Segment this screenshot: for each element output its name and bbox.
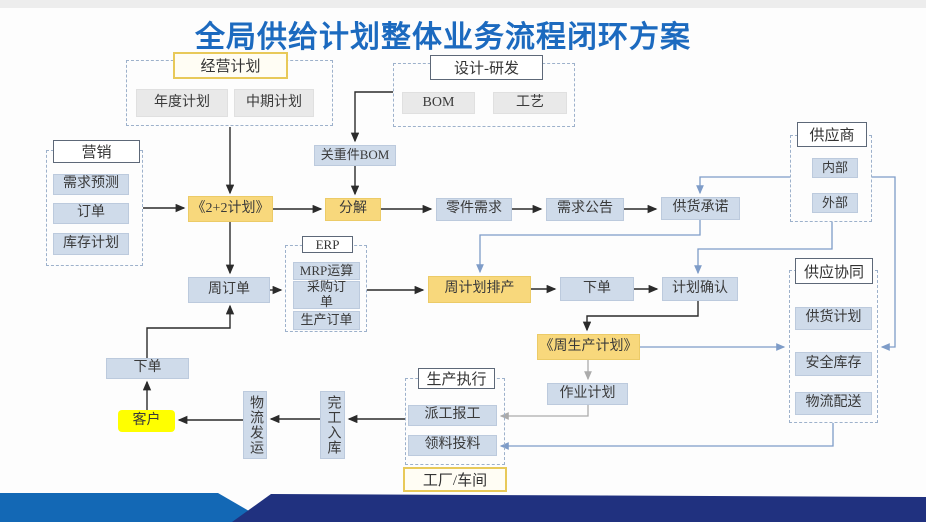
- node-parts-demand: 零件需求: [436, 198, 512, 221]
- node-dispatch-report: 派工报工: [408, 405, 497, 426]
- node-production-order: 生产订单: [293, 311, 360, 330]
- group-supply-collab-label: 供应协同: [795, 258, 873, 284]
- node-order: 订单: [53, 203, 129, 224]
- node-weekly-order: 周订单: [188, 277, 270, 303]
- node-logistics-delivery: 物流配送: [795, 392, 872, 415]
- node-supplier-external: 外部: [812, 193, 858, 213]
- group-business-plan-label: 经营计划: [173, 52, 288, 79]
- node-purchase-order: 采购订单: [293, 279, 360, 309]
- node-customer: 客户: [118, 410, 175, 432]
- node-place-order-left: 下单: [106, 358, 189, 379]
- node-plan-confirm: 计划确认: [662, 277, 738, 301]
- node-purchase-order-text: 采购订单: [306, 279, 346, 309]
- node-2plus2-plan: 《2+2计划》: [188, 196, 273, 222]
- node-material-issue: 领料投料: [408, 435, 497, 456]
- node-finished-goods-inbound: 完工入库: [320, 391, 345, 459]
- node-bom: BOM: [402, 92, 475, 114]
- node-weekly-production-plan: 《周生产计划》: [537, 334, 640, 360]
- node-mrp-run: MRP运算: [293, 262, 360, 280]
- node-craft: 工艺: [493, 92, 567, 114]
- node-demand-forecast: 需求预测: [53, 174, 129, 195]
- node-inventory-plan: 库存计划: [53, 233, 129, 255]
- footer-bright-band: [0, 493, 268, 522]
- node-safety-stock: 安全库存: [795, 352, 872, 376]
- node-supply-commitment: 供货承诺: [661, 197, 740, 220]
- factory-workshop-label: 工厂/车间: [403, 467, 507, 492]
- group-erp-label: ERP: [302, 236, 353, 253]
- node-mid-term-plan: 中期计划: [234, 89, 314, 117]
- page-title: 全局供给计划整体业务流程闭环方案: [195, 21, 691, 54]
- group-marketing-label: 营销: [53, 140, 140, 163]
- node-logistics-shipping: 物流发运: [243, 391, 267, 459]
- node-key-bom: 关重件BOM: [314, 145, 396, 166]
- node-supply-plan: 供货计划: [795, 307, 872, 330]
- node-job-plan: 作业计划: [547, 383, 628, 405]
- node-demand-notice: 需求公告: [546, 198, 624, 221]
- top-edge-strip: [0, 0, 926, 8]
- group-design-rd-label: 设计-研发: [430, 55, 543, 80]
- group-production-exec-label: 生产执行: [418, 368, 495, 389]
- node-supplier-internal: 内部: [812, 158, 858, 178]
- node-decompose: 分解: [325, 198, 381, 221]
- node-annual-plan: 年度计划: [136, 89, 228, 117]
- node-weekly-plan-scheduling: 周计划排产: [428, 276, 531, 303]
- node-place-order-right: 下单: [560, 277, 634, 301]
- footer-navy-band: [232, 494, 926, 522]
- group-supplier-label: 供应商: [797, 122, 867, 147]
